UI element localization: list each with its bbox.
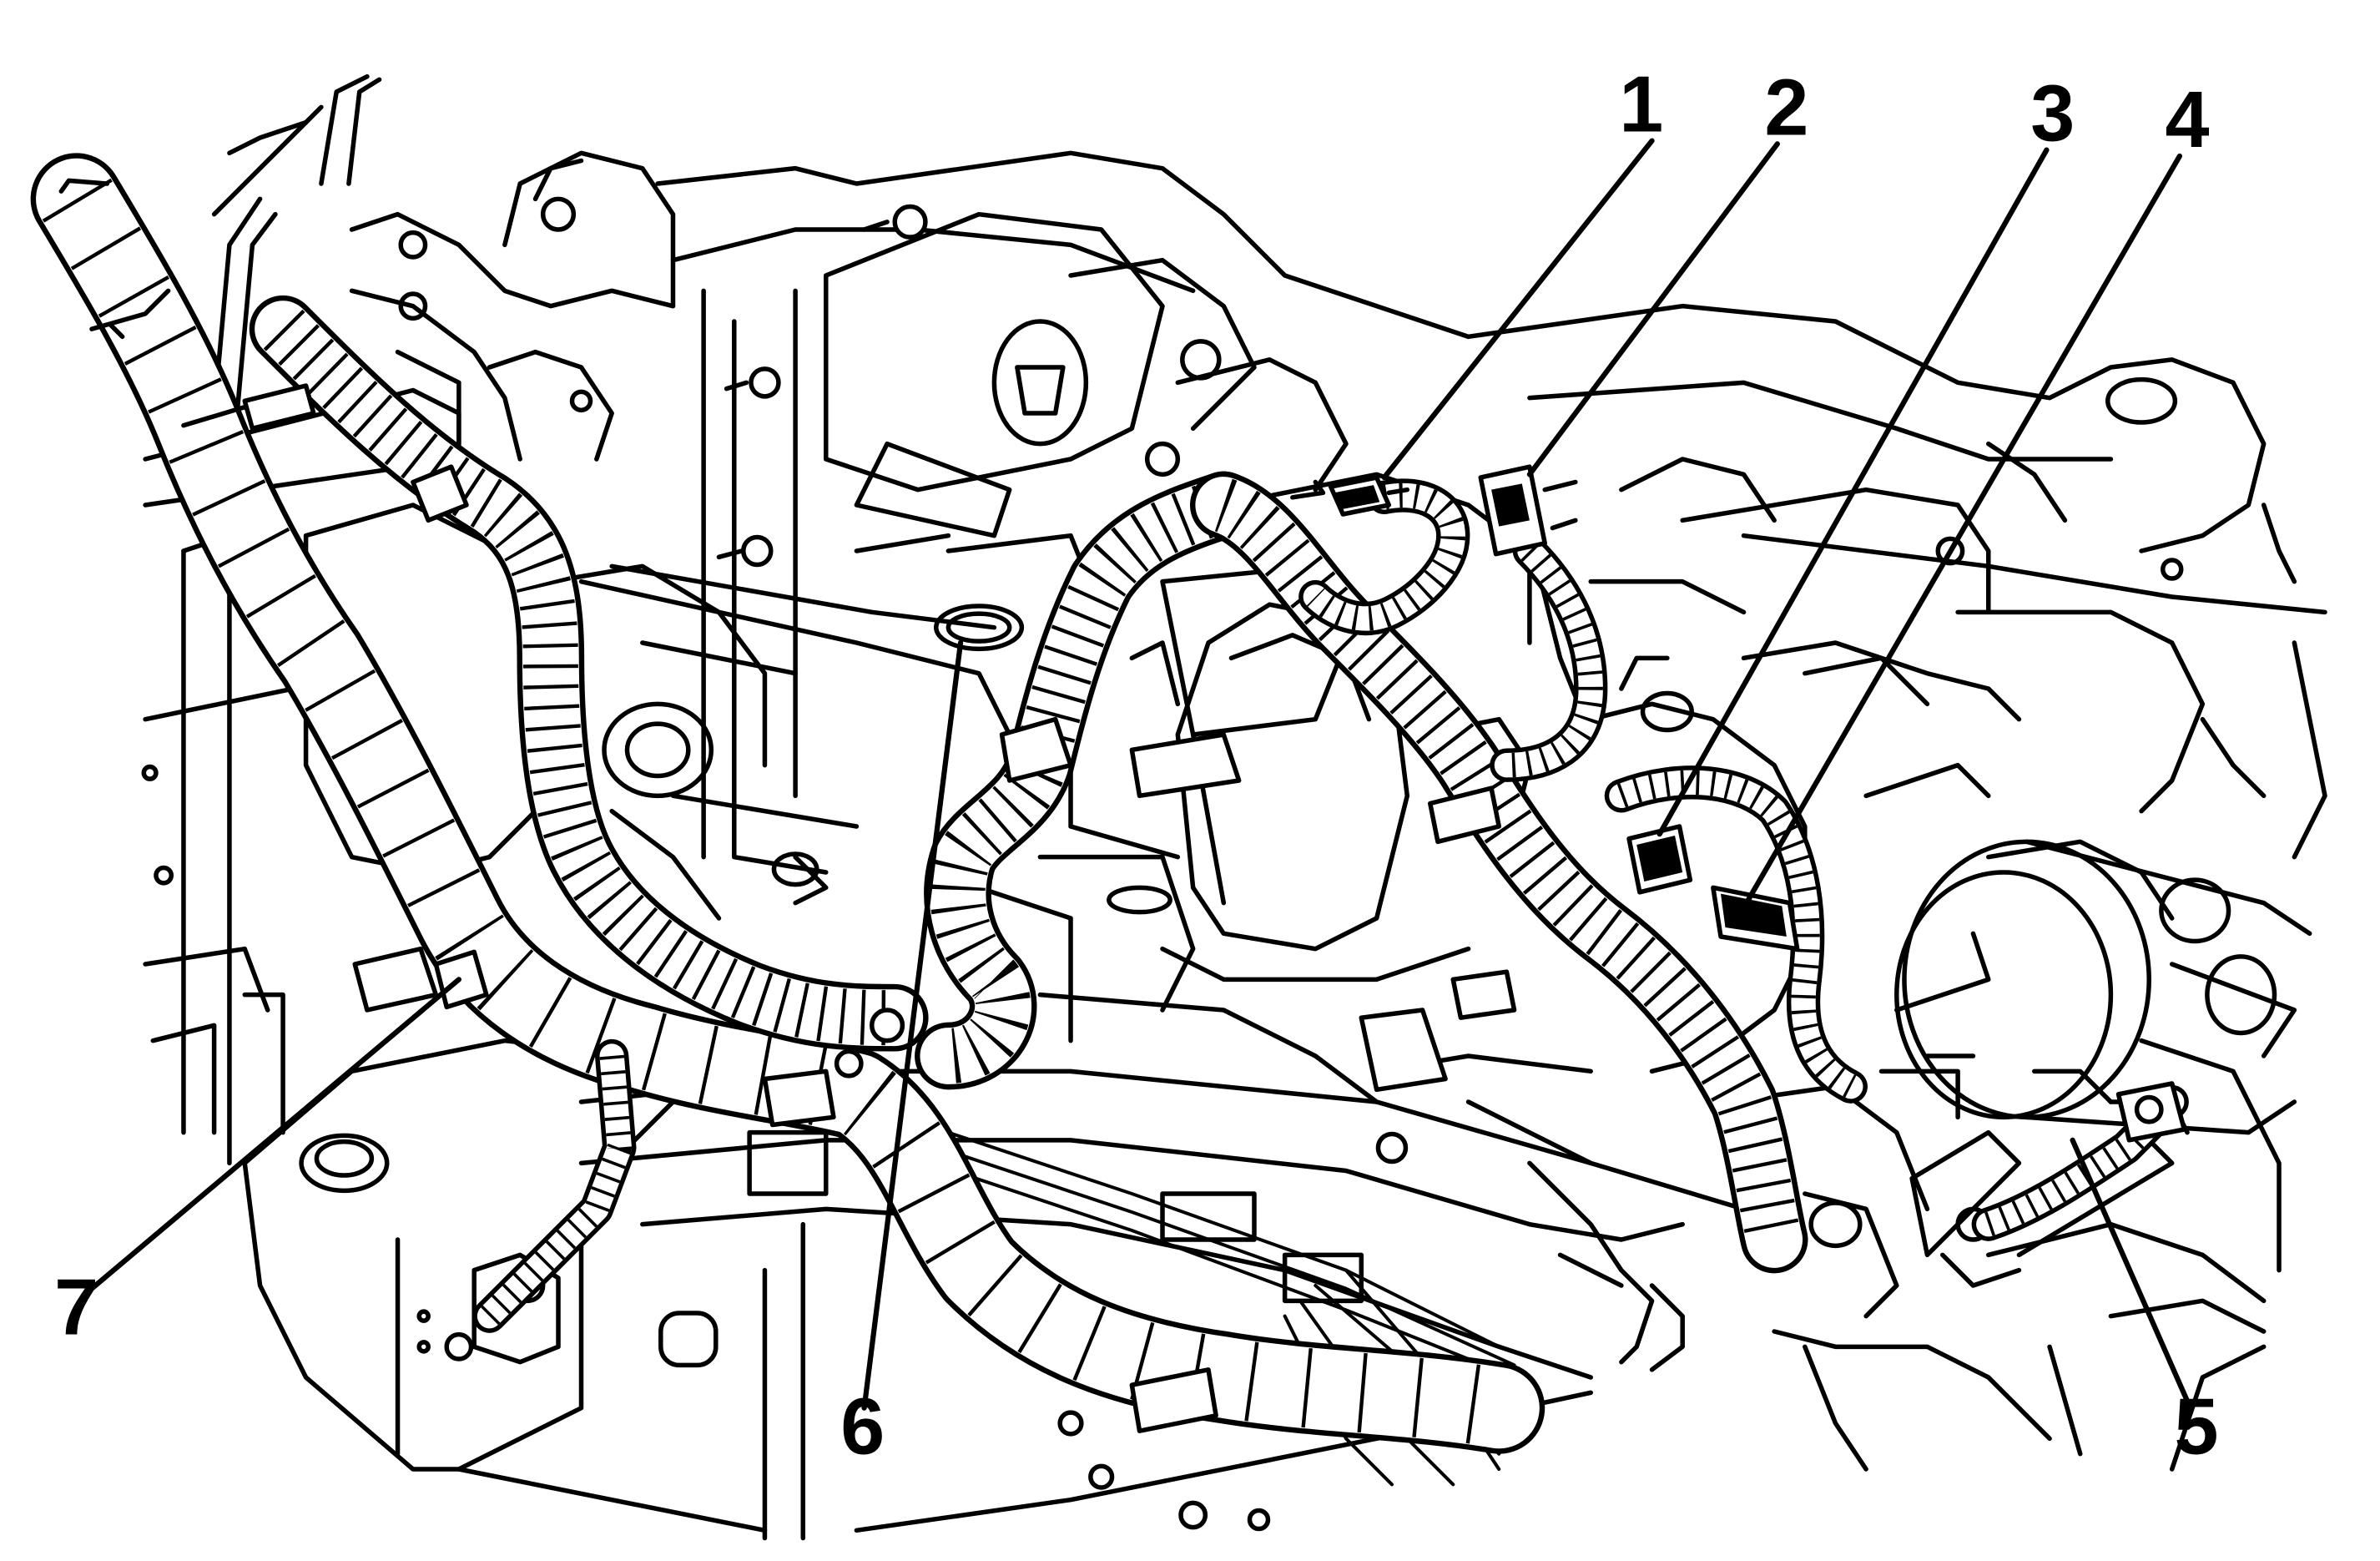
harness-clips: [242, 383, 1517, 1433]
wiring-harnesses: [30, 153, 2189, 1454]
leader-7: [88, 977, 461, 1291]
leader-4: [1745, 153, 2183, 903]
connector-4: [1711, 885, 1800, 952]
callout-3: 3: [2030, 70, 2075, 159]
right-engine-parts: [1465, 640, 2282, 1472]
callout-2: 2: [1764, 63, 1808, 152]
connector-3: [1626, 824, 1693, 895]
leader-6: [861, 639, 964, 1411]
right-cross-member: [1465, 303, 2327, 860]
callout-4: 4: [2166, 76, 2210, 164]
leader-5: [2070, 1137, 2193, 1411]
callout-6: 6: [840, 1383, 885, 1472]
connector-2: [1478, 464, 1578, 557]
callout-1: 1: [1619, 61, 1663, 149]
grommet-6: [933, 604, 1025, 652]
connector-wires: [472, 478, 2189, 1333]
upper-left-engine-detail: [211, 73, 676, 462]
callout-labels: 1 2 3 4 5 6 7: [54, 61, 2218, 1472]
loop-harness: [249, 295, 929, 1052]
callout-7: 7: [54, 1264, 98, 1352]
connector-1: [1290, 475, 1410, 517]
components: [398, 204, 2187, 1490]
engine-block: [655, 150, 1532, 875]
brake-booster: [1878, 839, 2312, 1135]
left-main-harness: [30, 153, 1545, 1454]
leader-3: [1656, 147, 2050, 837]
bolts: [398, 204, 1409, 1490]
connector-5: [2115, 1081, 2187, 1143]
callout-leaders: [88, 138, 2193, 1411]
callout-5: 5: [2175, 1383, 2219, 1472]
engine-compartment-line-art: [141, 73, 2327, 1541]
leader-1: [1381, 138, 1655, 481]
leader-2: [1526, 141, 1780, 477]
